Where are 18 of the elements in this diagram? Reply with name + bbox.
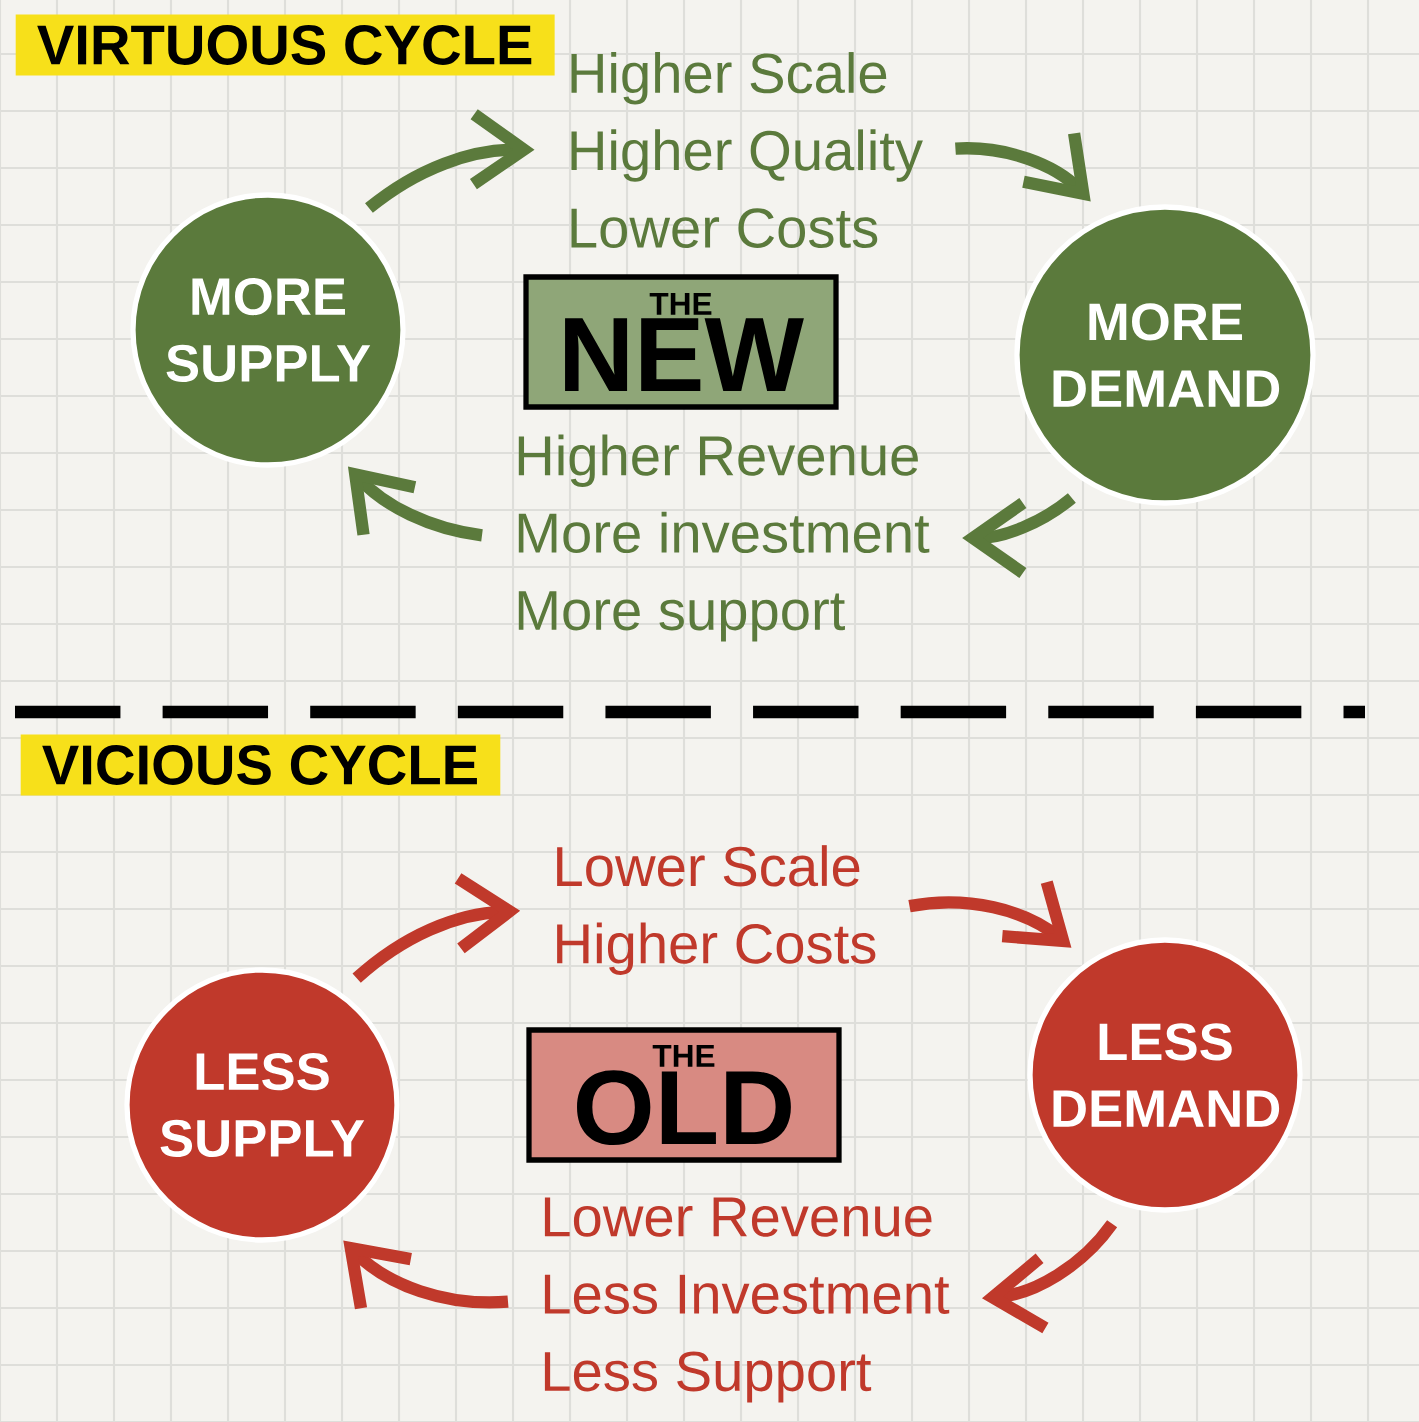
circle-node: LESS DEMAND — [1027, 937, 1303, 1213]
arrow — [955, 132, 1091, 202]
heading: VICIOUS CYCLE — [20, 734, 501, 796]
circle-node: MORE DEMAND — [1014, 204, 1316, 506]
arrow — [347, 466, 483, 542]
circle-node: MORE SUPPLY — [130, 192, 406, 468]
title-box: THE NEW — [523, 274, 839, 410]
arrow — [365, 109, 535, 213]
effects-text: Higher Revenue More investment More support — [518, 434, 930, 642]
arrow — [908, 880, 1072, 948]
effects-text: Higher Scale Higher Quality Lower Costs — [571, 52, 923, 248]
circle-node: LESS SUPPLY — [124, 967, 400, 1243]
arrow — [352, 873, 521, 983]
title-box: THE OLD — [526, 1027, 842, 1163]
effects-text: Lower Revenue Less Investment Less Support — [544, 1197, 950, 1403]
arrow — [343, 1240, 509, 1310]
effects-text: Lower Scale Higher Costs — [557, 845, 876, 975]
heading: VIRTUOUS CYCLE — [15, 14, 555, 76]
